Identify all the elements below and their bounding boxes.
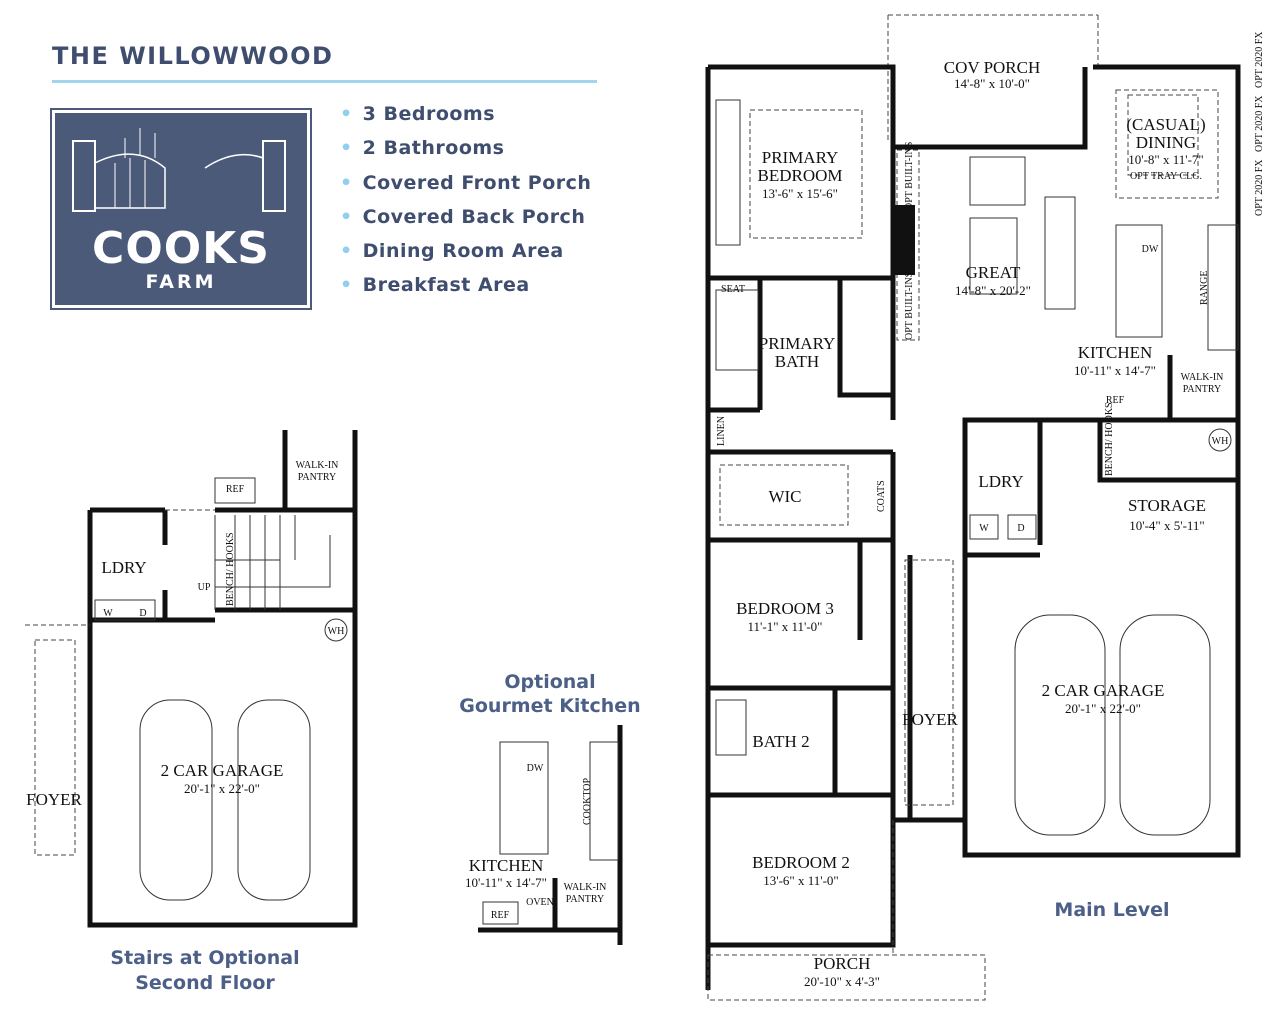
washer-label: W (103, 608, 113, 619)
casual-dining-label: DINING (1136, 133, 1196, 152)
kitchen-label: KITCHEN (1078, 343, 1153, 362)
cov-porch-outline (887, 14, 1099, 140)
bench-hooks-label: BENCH/ HOOKS (1104, 402, 1115, 476)
kitchen-dims: 10'-11" x 14'-7" (1074, 363, 1156, 378)
great-room-dims: 14'-8" x 20'-2" (955, 283, 1031, 298)
range-label: RANGE (1199, 271, 1210, 305)
cov-porch-label: COV PORCH (944, 58, 1041, 77)
dishwasher-label: DW (1142, 244, 1159, 255)
title-divider (52, 80, 597, 83)
opt-window-label: OPT 2020 FX (1254, 95, 1265, 152)
storage-label: STORAGE (1128, 496, 1206, 515)
dryer-label: D (1017, 523, 1024, 534)
walk-in-pantry-label: WALK-IN (564, 882, 607, 893)
opt-built-ins-label: OPT BUILT-INS (904, 142, 915, 210)
washer-label: W (979, 523, 989, 534)
primary-bath-label: PRIMARY (759, 334, 836, 353)
walk-in-pantry-label: WALK-IN (296, 460, 339, 471)
foyer-label: FOYER (26, 790, 82, 809)
laundry-label: LDRY (101, 558, 146, 577)
wic-label: WIC (768, 487, 801, 506)
walk-in-pantry-label: PANTRY (566, 894, 605, 905)
ref-label: REF (226, 484, 245, 495)
water-heater-label: WH (328, 626, 345, 637)
stairs-up-label: UP (198, 582, 211, 593)
bedroom-3-dims: 11'-1" x 11'-0" (748, 619, 823, 634)
storage-dims: 10'-4" x 5'-11" (1129, 518, 1204, 533)
casual-dining-label: (CASUAL) (1126, 115, 1205, 134)
ref-label: REF (491, 910, 510, 921)
dishwasher-label: DW (527, 763, 544, 774)
tray-ceiling-note: OPT TRAY CLG. (1130, 171, 1202, 182)
great-room-label: GREAT (966, 263, 1021, 282)
garage-dims: 20'-1" x 22'-0" (184, 781, 260, 796)
garage-label: 2 CAR GARAGE (161, 761, 284, 780)
opt-built-ins-label: OPT BUILT-INS (904, 272, 915, 340)
linen-label: LINEN (716, 416, 727, 446)
logo-text-cooks: COOKS (92, 223, 270, 274)
foyer-label: FOYER (902, 710, 958, 729)
cov-porch-dims: 14'-8" x 10'-0" (954, 76, 1030, 91)
opt-window-label: OPT 2020 FX (1254, 159, 1265, 216)
kitchen-label: KITCHEN (469, 856, 544, 875)
bath-2-label: BATH 2 (752, 732, 809, 751)
feature-item: 3 Bedrooms (340, 103, 591, 137)
bedroom-3-label: BEDROOM 3 (736, 599, 834, 618)
seat-label: SEAT (721, 284, 745, 295)
bench-hooks-label: BENCH/ HOOKS (225, 532, 236, 606)
feature-item: 2 Bathrooms (340, 137, 591, 171)
water-heater-label: WH (1212, 436, 1229, 447)
car-icon (139, 699, 311, 901)
gourmet-kitchen-option-plan: DW COOKTOP KITCHEN 10'-11" x 14'-7" WALK… (459, 671, 641, 945)
gourmet-option-caption: Gourmet Kitchen (459, 695, 640, 717)
laundry-label: LDRY (978, 472, 1023, 491)
stairs-option-plan: WALK-IN PANTRY REF BENCH/ HOOKS LDRY W D… (25, 430, 358, 994)
feature-item: Covered Front Porch (340, 172, 591, 206)
feature-item: Covered Back Porch (340, 206, 591, 240)
opt-window-label: OPT 2020 FX (1254, 31, 1265, 88)
logo-text-farm: FARM (145, 271, 217, 293)
gate-illustration-icon (72, 128, 286, 212)
bedroom-2-label: BEDROOM 2 (752, 853, 850, 872)
plan-title: THE WILLOWWOOD (52, 42, 334, 70)
stairs-option-caption: Second Floor (135, 972, 275, 994)
garage-label: 2 CAR GARAGE (1042, 681, 1165, 700)
walk-in-pantry-label: WALK-IN (1181, 372, 1224, 383)
dryer-label: D (139, 608, 146, 619)
coats-label: COATS (876, 480, 887, 512)
primary-bedroom-label: BEDROOM (757, 166, 842, 185)
kitchen-dims: 10'-11" x 14'-7" (465, 875, 547, 890)
stairs-option-caption: Stairs at Optional (110, 947, 299, 969)
primary-bath-label: BATH (775, 352, 819, 371)
gourmet-option-caption: Optional (504, 671, 595, 693)
primary-bedroom-label: PRIMARY (762, 148, 839, 167)
feature-list: 3 Bedrooms 2 Bathrooms Covered Front Por… (340, 103, 591, 309)
primary-bedroom-dims: 13'-6" x 15'-6" (762, 186, 838, 201)
garage-dims: 20'-1" x 22'-0" (1065, 701, 1141, 716)
car-icon (1014, 614, 1211, 836)
feature-item: Dining Room Area (340, 240, 591, 274)
cooktop-label: COOKTOP (582, 778, 593, 825)
bedroom-2-dims: 13'-6" x 11'-0" (763, 873, 838, 888)
feature-item: Breakfast Area (340, 274, 591, 308)
casual-dining-dims: 10'-8" x 11'-7" (1128, 152, 1203, 167)
ref-label: REF (1106, 395, 1125, 406)
porch-dims: 20'-10" x 4'-3" (804, 974, 880, 989)
walk-in-pantry-label: PANTRY (1183, 384, 1222, 395)
main-level-caption: Main Level (1054, 899, 1169, 921)
porch-label: PORCH (814, 954, 871, 973)
oven-label: OVEN (526, 897, 554, 908)
cooks-farm-logo: COOKS FARM (50, 108, 312, 310)
walk-in-pantry-label: PANTRY (298, 472, 337, 483)
